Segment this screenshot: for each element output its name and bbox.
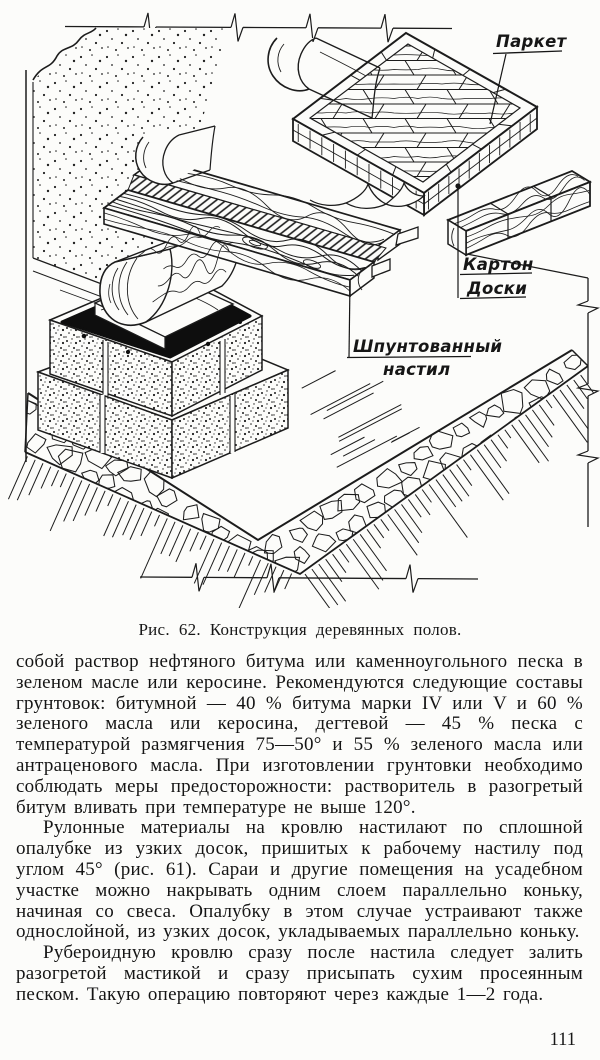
- paragraph-3: Рубероидную кровлю сразу после настила с…: [16, 942, 583, 1005]
- datum-line-bottom: [139, 563, 479, 593]
- cardboard-curled-corner: [309, 181, 426, 210]
- cove-molding-lower: [135, 125, 216, 186]
- wall-stucco: [25, 27, 241, 462]
- tongue-profile: [371, 258, 391, 278]
- datum-line-top: [64, 12, 453, 43]
- paragraph-1: собой раствор нефтяного битума или камен…: [16, 651, 583, 818]
- figure-callouts: Паркет Картон Доски Шпунтованный настил: [346, 32, 568, 379]
- label-boards: Доски: [466, 279, 527, 298]
- figure-caption: Рис. 62. Конструкция деревянных полов.: [138, 620, 462, 639]
- wood-floor-construction-figure: Паркет Картон Доски Шпунтованный настил: [7, 12, 600, 622]
- decking-leader-line: [348, 280, 351, 358]
- decking-planks: [102, 158, 591, 303]
- cardboard-leader-dot: [455, 183, 461, 189]
- ground-hatching: [7, 374, 595, 622]
- label-parquet: Паркет: [496, 32, 568, 51]
- body-text: собой раствор нефтяного битума или камен…: [16, 651, 583, 1006]
- label-decking-line2: настил: [383, 360, 450, 379]
- figure-area: Паркет Картон Доски Шпунтованный настил: [7, 12, 600, 622]
- slab-shadow-strokes: [301, 370, 420, 468]
- datum-line-right: [575, 278, 600, 527]
- parquet-leader-line: [489, 53, 507, 125]
- label-decking-line1: Шпунтованный: [353, 337, 502, 356]
- label-cardboard: Картон: [463, 255, 534, 274]
- parquet-panel: [291, 31, 539, 217]
- page-number: 111: [549, 1030, 576, 1050]
- cove-molding-upper: [267, 37, 381, 119]
- paragraph-2: Рулонные материалы на кровлю настилают п…: [16, 817, 583, 943]
